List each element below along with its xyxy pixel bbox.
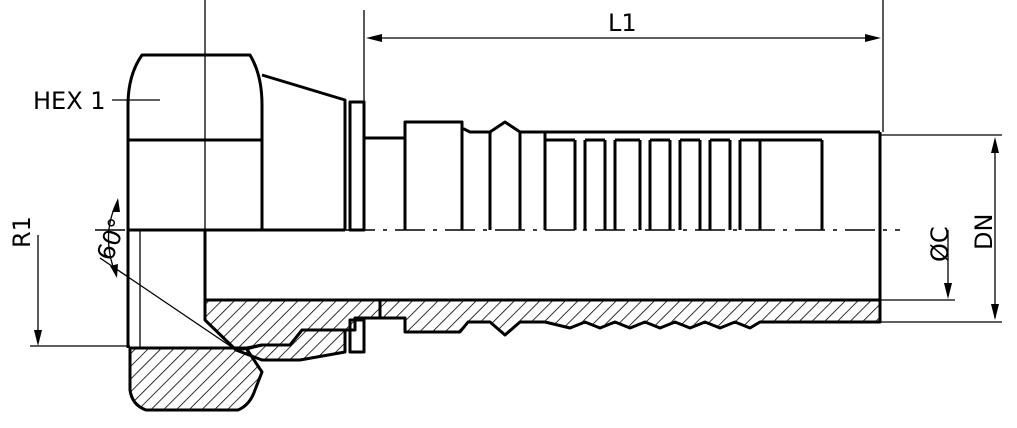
label-r1: R1	[8, 216, 36, 248]
dimension-r1: R1	[8, 216, 130, 347]
hex-nut-section	[128, 346, 264, 412]
label-l1: L1	[608, 9, 637, 37]
nut-inner-section	[234, 328, 347, 362]
label-dn: DN	[970, 214, 998, 250]
dimension-l1: L1	[363, 0, 884, 132]
dimension-dia-c: ØC	[880, 226, 955, 301]
label-dia-c: ØC	[926, 226, 954, 262]
dimension-dn: DN	[880, 134, 1002, 323]
washer	[348, 100, 366, 232]
hose-tail	[364, 120, 882, 322]
dimension-hex: HEX 1	[33, 87, 160, 115]
hose-tail-section	[378, 298, 882, 337]
label-hex: HEX 1	[33, 87, 106, 115]
serration-lines	[545, 138, 824, 230]
swivel-body	[261, 73, 347, 232]
label-angle: 60°	[91, 214, 132, 264]
washer-section	[348, 318, 366, 354]
